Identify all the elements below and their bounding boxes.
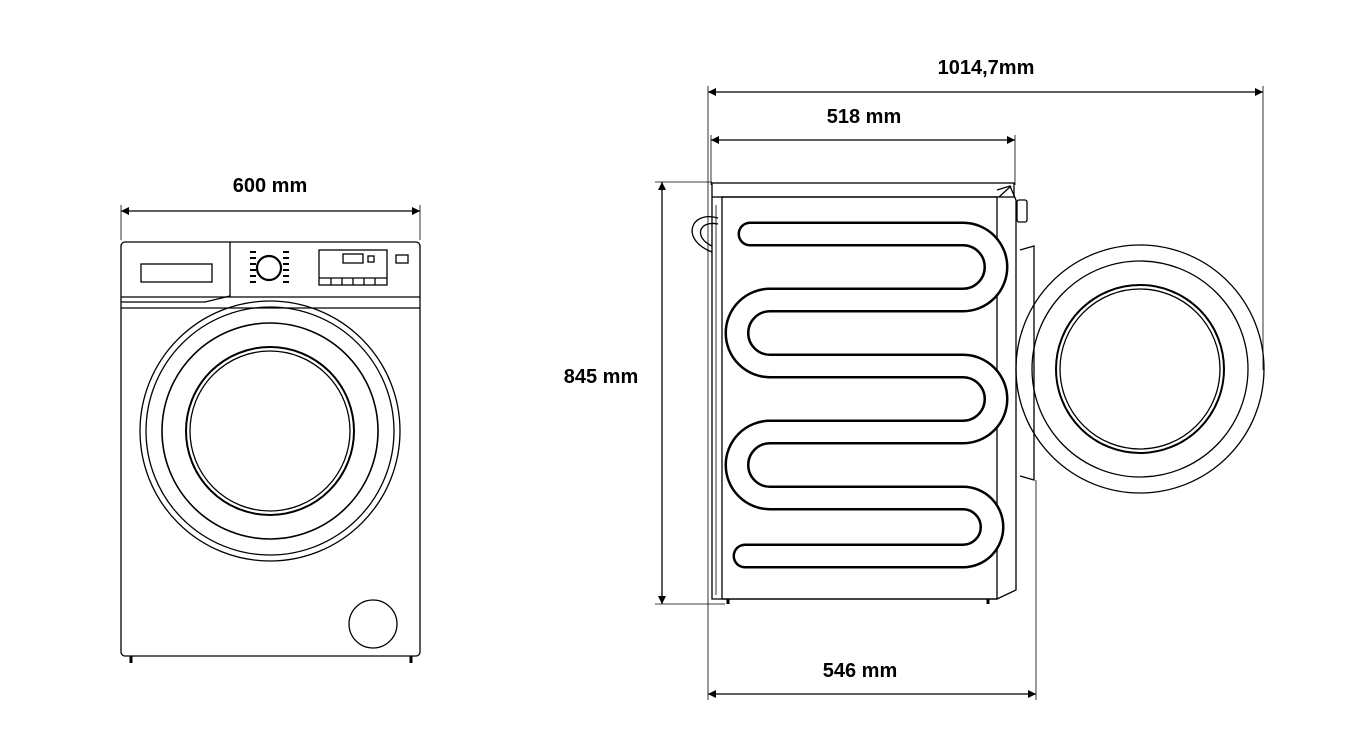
- height-label: 845 mm: [563, 366, 639, 388]
- total-depth-label: 1014,7mm: [937, 57, 1035, 79]
- overall-depth-label: 546 mm: [822, 660, 898, 682]
- door-outer-ring: [139, 300, 401, 562]
- open-door-outer: [1015, 244, 1265, 494]
- front-view: [120, 205, 421, 663]
- open-door-glass: [1055, 284, 1225, 454]
- filter-cover: [348, 599, 398, 649]
- front-width-label: 600 mm: [232, 175, 308, 197]
- dial-ticks: [250, 251, 289, 283]
- side-view: [655, 86, 1265, 700]
- body-depth-label: 518 mm: [826, 106, 902, 128]
- detergent-drawer: [140, 263, 213, 283]
- program-dial: [255, 254, 283, 282]
- door-glass: [185, 346, 355, 516]
